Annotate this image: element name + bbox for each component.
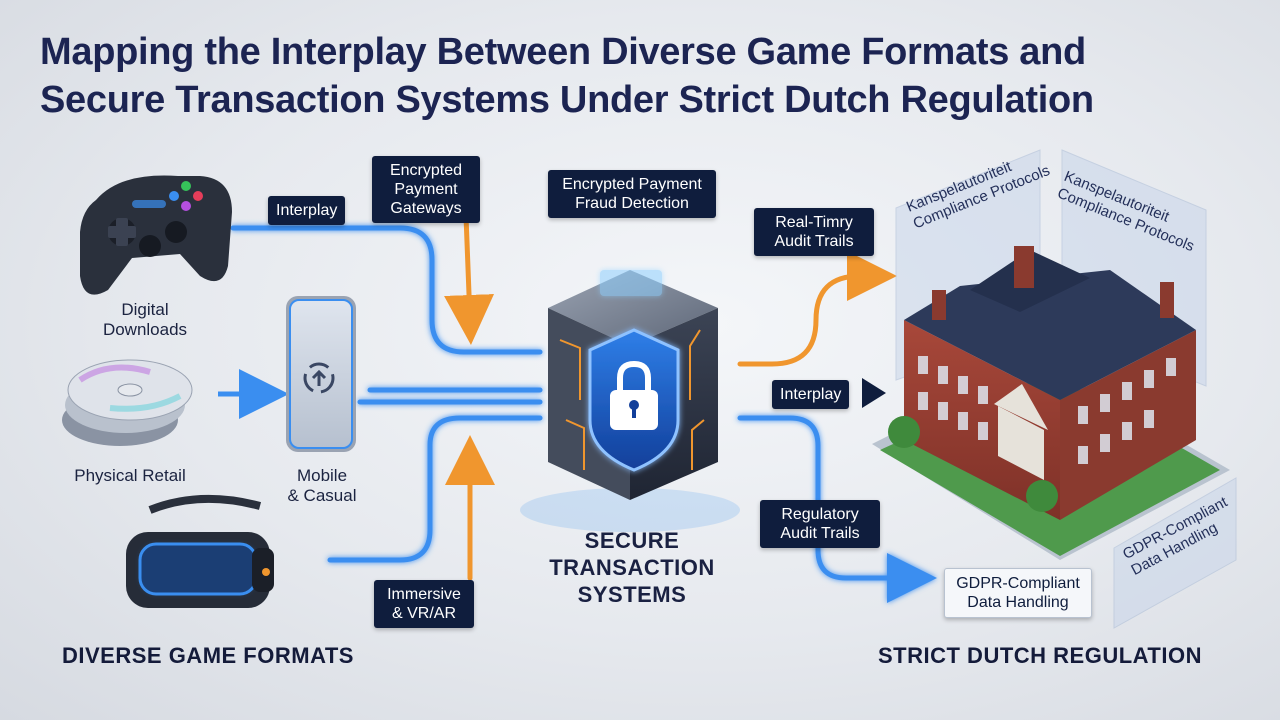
caption-mobile-line1: Mobile [296, 466, 348, 485]
center-title-line2: TRANSACTION [549, 555, 715, 580]
arrow-gateways-down [444, 213, 495, 345]
label-interplay-left-text: Interplay [276, 202, 338, 219]
caption-physical-text: Physical Retail [74, 466, 186, 485]
orange-arrows [444, 213, 897, 581]
label-fraud-line2: Fraud Detection [575, 195, 689, 212]
section-title-center: SECURE TRANSACTION SYSTEMS [532, 527, 732, 608]
section-title-left: DIVERSE GAME FORMATS [62, 643, 354, 668]
arrow-interplay-right [862, 378, 886, 408]
vr-headset-icon [126, 494, 274, 608]
label-immersive: Immersive & VR/AR [374, 580, 474, 628]
label-fraud-line1: Encrypted Payment [562, 176, 702, 193]
secure-cube [520, 270, 740, 532]
caption-digital: Digital Downloads [90, 300, 200, 340]
smartphone-icon [286, 296, 356, 452]
title-line-2: Secure Transaction Systems Under Strict … [40, 79, 1094, 121]
label-gateways-line3: Gateways [390, 200, 462, 217]
label-encrypted-fraud: Encrypted Payment Fraud Detection [548, 170, 716, 218]
section-title-right: STRICT DUTCH REGULATION [878, 643, 1202, 668]
label-regulatory-line1: Regulatory [781, 506, 859, 523]
flow-lines [230, 225, 937, 603]
center-title-line1: SECURE [584, 528, 680, 553]
label-gdpr: GDPR-Compliant Data Handling [944, 568, 1092, 618]
label-regulatory-line2: Audit Trails [780, 525, 860, 542]
label-realtime-line2: Audit Trails [774, 233, 854, 250]
center-title-line3: SYSTEMS [577, 582, 687, 607]
caption-digital-line2: Downloads [102, 320, 188, 339]
label-gateways-line2: Payment [394, 181, 458, 198]
label-regulatory-audit: Regulatory Audit Trails [760, 500, 880, 548]
flow-line-top [230, 225, 543, 355]
flow-line-right-down [737, 415, 937, 603]
label-gateways-line1: Encrypted [389, 162, 463, 179]
flow-line-lower [327, 415, 543, 563]
label-realtime-line1: Real-Timry [775, 214, 853, 231]
label-interplay-right: Interplay [772, 380, 850, 409]
gamepad-icon [80, 175, 232, 295]
caption-mobile-line2: & Casual [287, 486, 357, 505]
label-interplay-left: Interplay [268, 196, 346, 225]
label-immersive-line2: & VR/AR [391, 605, 456, 622]
caption-mobile: Mobile & Casual [272, 466, 372, 506]
disc-icon [62, 359, 193, 446]
arrow-to-regulation-up [737, 251, 897, 367]
label-immersive-line1: Immersive [387, 586, 461, 603]
label-interplay-right-text: Interplay [780, 386, 842, 403]
label-gdpr-line1: GDPR-Compliant [956, 575, 1080, 592]
label-real-time-audit: Real-Timry Audit Trails [754, 208, 874, 256]
caption-physical: Physical Retail [60, 466, 200, 486]
label-encrypted-gateways: Encrypted Payment Gateways [372, 156, 480, 223]
page-title: Mapping the Interplay Between Diverse Ga… [40, 28, 1240, 124]
building-icon [872, 246, 1230, 560]
label-gdpr-line2: Data Handling [967, 594, 1069, 611]
caption-digital-line1: Digital [121, 300, 169, 319]
title-line-1: Mapping the Interplay Between Diverse Ga… [40, 31, 1086, 73]
lock-icon [610, 360, 658, 430]
